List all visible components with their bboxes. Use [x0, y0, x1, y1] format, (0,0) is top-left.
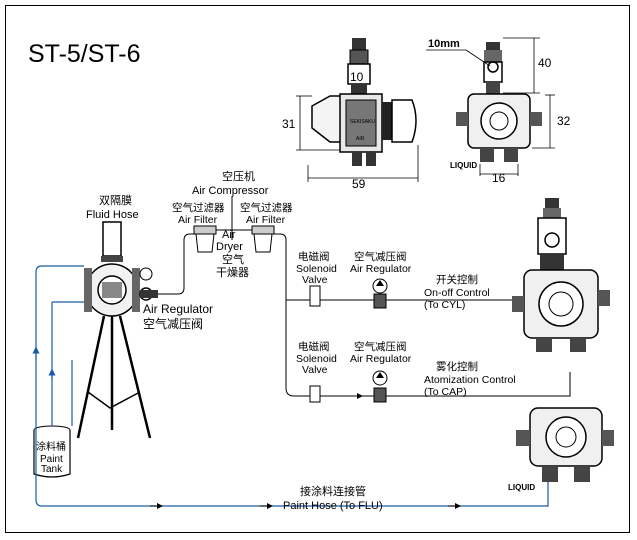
dryer-zh1-label: 空气 [222, 252, 244, 266]
atom-zh-label: 雾化控制 [436, 360, 478, 373]
regulator1-en-label: Air Regulator [350, 263, 412, 275]
fluid-hose-zh-label: 双隔膜 [99, 194, 132, 207]
regulator2-en-label: Air Regulator [350, 353, 412, 365]
valve-brand-text: SEKISAKU [350, 119, 375, 125]
paint-lines [32, 265, 549, 507]
dryer-en1-label: Air [222, 229, 236, 241]
fluid-hose-en-label: Fluid Hose [86, 209, 139, 221]
regulator-2 [372, 370, 388, 403]
dim-10mm-label: 10mm [428, 38, 460, 50]
onoff-en-label: On-off Control [424, 287, 490, 299]
onoff-zh-label: 开关控制 [436, 273, 478, 286]
valve-assembly-bottom [516, 407, 614, 482]
dim-40-label: 40 [538, 56, 552, 70]
compressor-zh-label: 空压机 [222, 169, 255, 183]
valve-side-view: SEKISAKU AIR [311, 38, 417, 166]
paint-hose-en-label: Paint Hose (To FLU) [283, 500, 383, 512]
solenoid-valve-2 [309, 385, 321, 403]
onoff-to-label: (To CYL) [424, 299, 465, 311]
liquid-top-label: LIQUID [450, 161, 477, 170]
diagram-title: ST-5/ST-6 [28, 40, 141, 68]
dryer-en2-label: Dryer [216, 241, 243, 253]
paint-hose-zh-label: 接涂料连接管 [300, 484, 366, 498]
liquid-bottom-label: LIQUID [508, 483, 535, 492]
tank-en1-label: Paint [40, 454, 63, 465]
valve-air-text: AIR [356, 136, 365, 142]
solenoid1-en2-label: Valve [302, 274, 328, 286]
atom-en-label: Atomization Control [424, 374, 516, 386]
tank-en2-label: Tank [41, 464, 63, 475]
diagram-frame [5, 5, 630, 533]
regulator1-zh-label: 空气减压阀 [354, 250, 407, 263]
dim-10-label: 10 [350, 70, 364, 84]
front-view-dimensions [426, 37, 555, 176]
valve-assembly-right [512, 198, 610, 352]
solenoid2-zh-label: 电磁阀 [298, 340, 330, 353]
air-lines [158, 233, 571, 397]
valve-front-view [456, 42, 542, 162]
side-view-dimensions [296, 95, 419, 182]
dim-32-label: 32 [557, 114, 571, 128]
compressor-en-label: Air Compressor [192, 185, 269, 197]
solenoid2-en2-label: Valve [302, 364, 328, 376]
dryer-zh2-label: 干燥器 [216, 266, 249, 279]
tank-zh-label: 涂料桶 [36, 440, 66, 453]
solenoid1-zh-label: 电磁阀 [298, 250, 330, 263]
main-regulator-en-label: Air Regulator [143, 302, 213, 316]
dim-31-label: 31 [282, 117, 296, 131]
main-regulator-zh-label: 空气减压阀 [143, 316, 203, 331]
filter1-zh-label: 空气过滤器 [172, 201, 225, 214]
solenoid2-en1-label: Solenoid [296, 353, 337, 365]
solenoid1-en1-label: Solenoid [296, 263, 337, 275]
dim-59-label: 59 [352, 177, 366, 191]
air-filter-1 [193, 225, 217, 253]
filter2-zh-label: 空气过滤器 [240, 201, 293, 214]
filter2-en-label: Air Filter [246, 214, 286, 226]
regulator2-zh-label: 空气减压阀 [354, 340, 407, 353]
atom-to-label: (To CAP) [424, 386, 467, 398]
pump-tripod [76, 315, 152, 439]
paint-tank [33, 425, 71, 478]
solenoid-valve-1 [309, 285, 321, 307]
air-filter-2 [251, 225, 275, 253]
filter1-en-label: Air Filter [178, 214, 218, 226]
regulator-1 [372, 278, 388, 309]
dim-16-label: 16 [492, 171, 506, 185]
